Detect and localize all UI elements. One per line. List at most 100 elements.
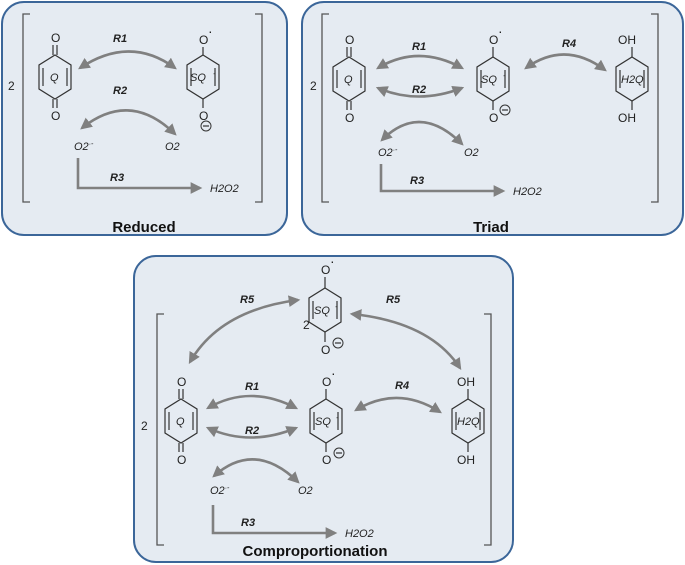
triad-panel: 2 O O Q O · O SQ - OH (301, 1, 684, 236)
r1-label: R1 (113, 33, 127, 45)
r5-left-arrow (188, 295, 301, 365)
hydrogen-peroxide-label: H2O2 (513, 186, 542, 198)
semiquinone-molecule: O · O SQ - (309, 365, 345, 467)
comproportionation-panel: 2 O · O SQ - 2 O O Q O (133, 253, 514, 563)
oxygen-atom: O (199, 109, 208, 123)
quinone-molecule: O O Q (38, 31, 72, 123)
r5-left-label: R5 (240, 294, 255, 306)
r3-label: R3 (410, 175, 424, 187)
oxygen-atom: O (321, 343, 330, 357)
oxygen-atom: O (345, 33, 354, 47)
reduced-panel-background (1, 1, 288, 236)
r3-label: R3 (241, 517, 255, 529)
stoichiometric-coefficient: 2 (8, 79, 15, 93)
hydrogen-peroxide-label: H2O2 (345, 528, 374, 540)
superoxide-label: O2·- (210, 485, 230, 497)
superoxide-arc-arrow (380, 120, 464, 146)
negative-charge-icon (332, 337, 344, 349)
left-bracket (321, 13, 329, 203)
r1-label: R1 (412, 41, 426, 53)
oxygen-atom: O (199, 33, 208, 47)
hydroxyl-label: OH (457, 375, 475, 389)
comproportionation-panel-background (133, 255, 514, 563)
negative-charge-icon (200, 120, 212, 132)
left-bracket (22, 13, 30, 203)
semiquinone-molecule-top: O · O SQ - 2 (303, 253, 344, 357)
oxygen-atom: O (345, 111, 354, 125)
r1-arrow (78, 50, 177, 70)
svg-text:-: - (213, 69, 216, 78)
r3-arrow (379, 164, 506, 197)
superoxide-label: O2·- (74, 141, 94, 153)
q-label: Q (176, 416, 185, 428)
oxygen-atom: O (489, 33, 498, 47)
oxygen-label: O2 (165, 141, 180, 153)
q-label: Q (50, 72, 59, 84)
sq-label: SQ (314, 305, 330, 317)
r1-label: R1 (245, 381, 259, 393)
q-label: Q (344, 74, 353, 86)
r2-label: R2 (113, 85, 127, 97)
r2-arrow (375, 85, 465, 98)
r2-arrow (80, 109, 177, 136)
sq-label: SQ (481, 74, 497, 86)
radical-dot: · (331, 365, 336, 381)
r1-arrow (205, 394, 299, 410)
panel-title: Triad (473, 219, 509, 236)
r3-arrow (211, 505, 338, 539)
svg-text:-: - (336, 413, 339, 422)
hydroxyl-label: OH (457, 453, 475, 467)
r1-arrow (375, 54, 465, 70)
radical-dot: · (330, 253, 335, 269)
r2-arrow (205, 426, 299, 439)
radical-dot: · (498, 23, 503, 39)
r2-label: R2 (245, 425, 259, 437)
superoxide-arc-arrow (212, 458, 300, 484)
stoichiometric-coefficient: 2 (303, 318, 310, 332)
oxygen-atom: O (322, 453, 331, 467)
right-bracket (484, 313, 492, 546)
oxygen-atom: O (177, 375, 186, 389)
panel-title: Reduced (112, 219, 175, 236)
r5-right-arrow (349, 309, 462, 370)
sq-label: SQ (190, 72, 206, 84)
r4-arrow (353, 396, 442, 414)
stoichiometric-coefficient: 2 (141, 419, 148, 433)
hydroxyl-label: OH (618, 33, 636, 47)
oxygen-label: O2 (464, 147, 479, 159)
right-bracket (651, 13, 659, 203)
oxygen-atom: O (322, 375, 331, 389)
semiquinone-molecule: O · O SQ - (476, 23, 511, 125)
oxygen-atom: O (51, 31, 60, 45)
right-bracket (255, 13, 263, 203)
r4-label: R4 (562, 38, 576, 50)
h2q-label: H2Q (457, 416, 480, 428)
svg-text:-: - (335, 302, 338, 311)
quinone-molecule: O O Q (332, 33, 366, 125)
oxygen-atom: O (51, 109, 60, 123)
hydrogen-peroxide-label: H2O2 (210, 183, 239, 195)
oxygen-label: O2 (298, 485, 313, 497)
svg-text:-: - (503, 71, 506, 80)
oxygen-atom: O (489, 111, 498, 125)
r4-arrow (524, 53, 607, 72)
quinone-molecule: O O Q (164, 375, 198, 467)
negative-charge-icon (333, 447, 345, 459)
r3-arrow (76, 158, 203, 194)
r2-label: R2 (412, 84, 426, 96)
negative-charge-icon (499, 104, 511, 116)
h2q-label: H2Q (621, 74, 644, 86)
left-bracket (156, 313, 164, 546)
oxygen-atom: O (177, 453, 186, 467)
r5-right-label: R5 (386, 294, 401, 306)
hydroquinone-molecule: OH OH H2Q (451, 375, 485, 467)
semiquinone-molecule: O · O SQ - (186, 23, 220, 132)
radical-dot: · (208, 23, 213, 39)
oxygen-atom: O (321, 263, 330, 277)
sq-label: SQ (315, 416, 331, 428)
reduced-panel: 2 O O Q O · O SQ - R1 (1, 1, 288, 236)
hydroxyl-label: OH (618, 111, 636, 125)
r4-label: R4 (395, 380, 409, 392)
panel-title: Comproportionation (243, 543, 388, 560)
